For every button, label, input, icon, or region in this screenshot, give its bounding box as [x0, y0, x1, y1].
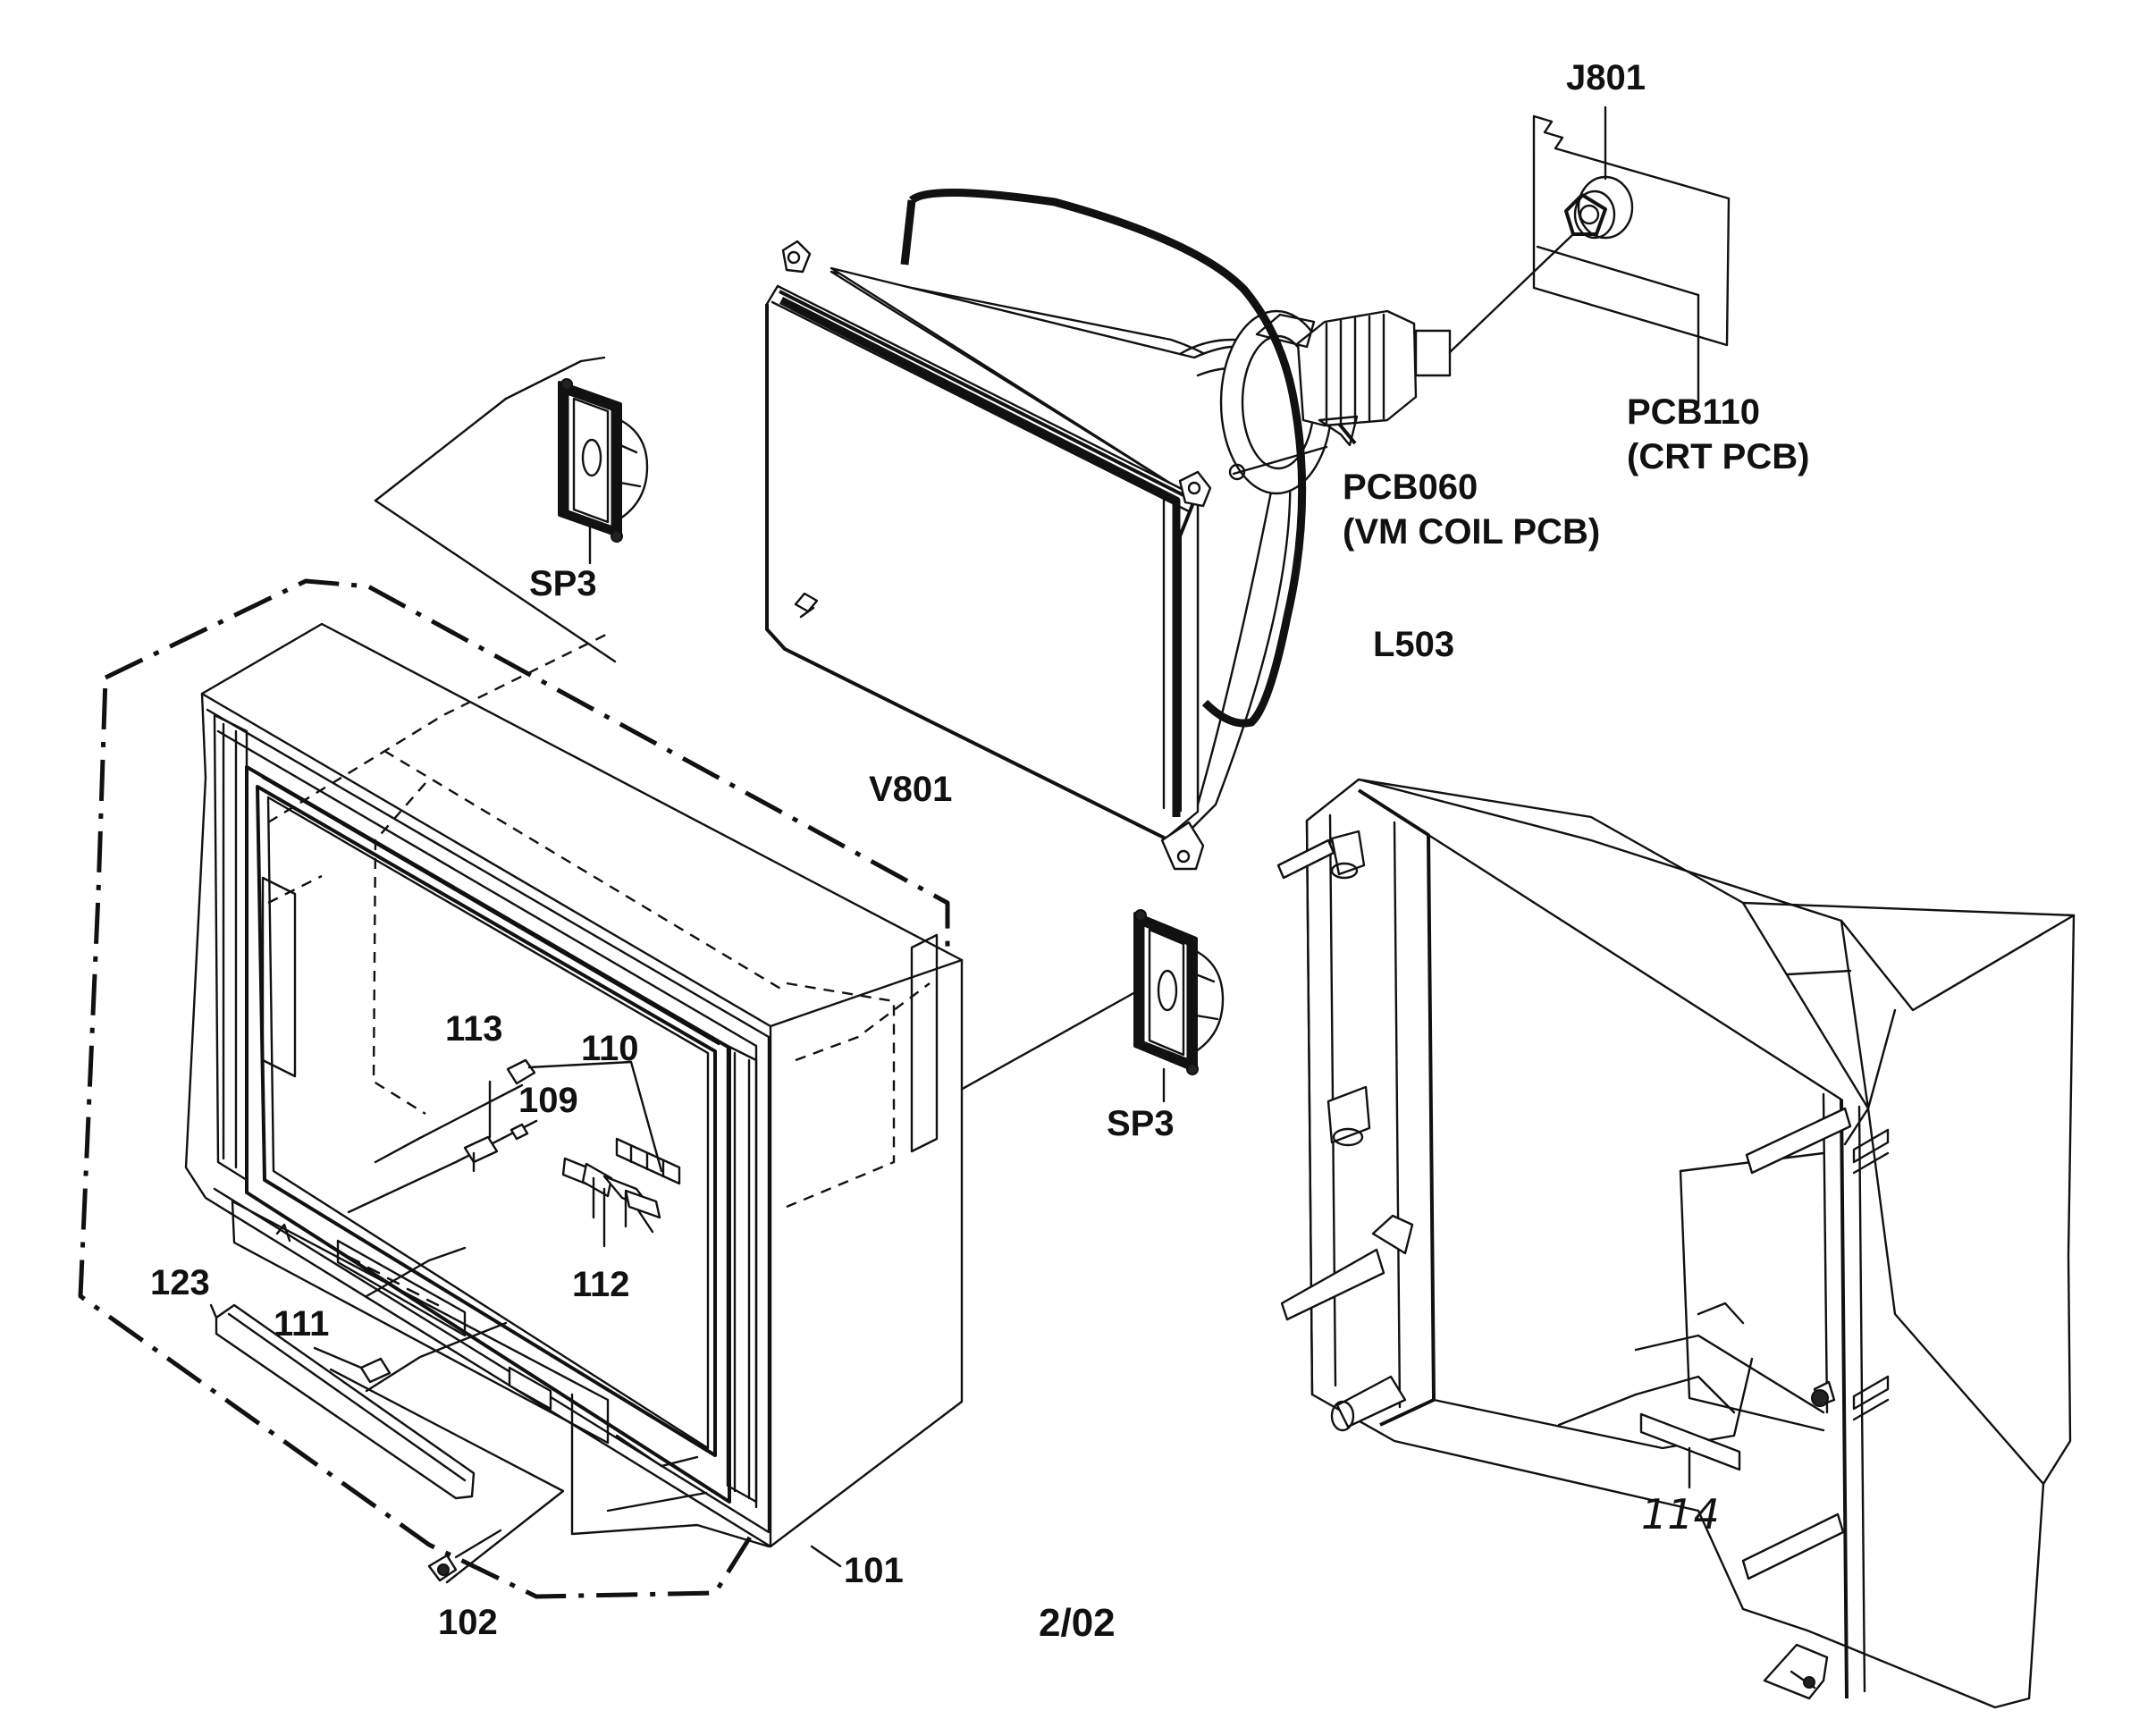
label-114: 114: [1641, 1490, 1720, 1538]
label-pcb110-sub: (CRT PCB): [1627, 437, 1809, 476]
speaker-sp3-middle: [830, 909, 1225, 1164]
label-sp3-mid: SP3: [1107, 1104, 1175, 1143]
label-l503: L503: [1373, 625, 1454, 664]
front-cabinet: [78, 578, 964, 1599]
control-buttons-parts: [463, 1058, 681, 1248]
label-112: 112: [572, 1265, 630, 1304]
speaker-sp3-top: [374, 356, 649, 663]
label-102: 102: [438, 1603, 498, 1642]
label-113: 113: [445, 1009, 503, 1049]
label-sp3-top: SP3: [529, 564, 597, 603]
front-strip-and-knob: [209, 1303, 842, 1584]
crt-tube: [765, 188, 1575, 871]
label-pcb110: PCB110: [1627, 392, 1760, 432]
back-cover: [1276, 778, 2076, 1709]
label-101: 101: [844, 1551, 904, 1590]
label-110: 110: [581, 1029, 639, 1068]
label-v801: V801: [869, 770, 952, 809]
label-pcb060: PCB060: [1343, 468, 1478, 507]
label-pcb060-sub: (VM COIL PCB): [1343, 512, 1600, 552]
label-111: 111: [274, 1304, 329, 1344]
label-109: 109: [518, 1081, 578, 1120]
crt-pcb-board: [1532, 105, 1731, 406]
page-code: 2/02: [1039, 1601, 1116, 1645]
label-j801: J801: [1566, 58, 1646, 97]
label-123: 123: [150, 1263, 210, 1302]
